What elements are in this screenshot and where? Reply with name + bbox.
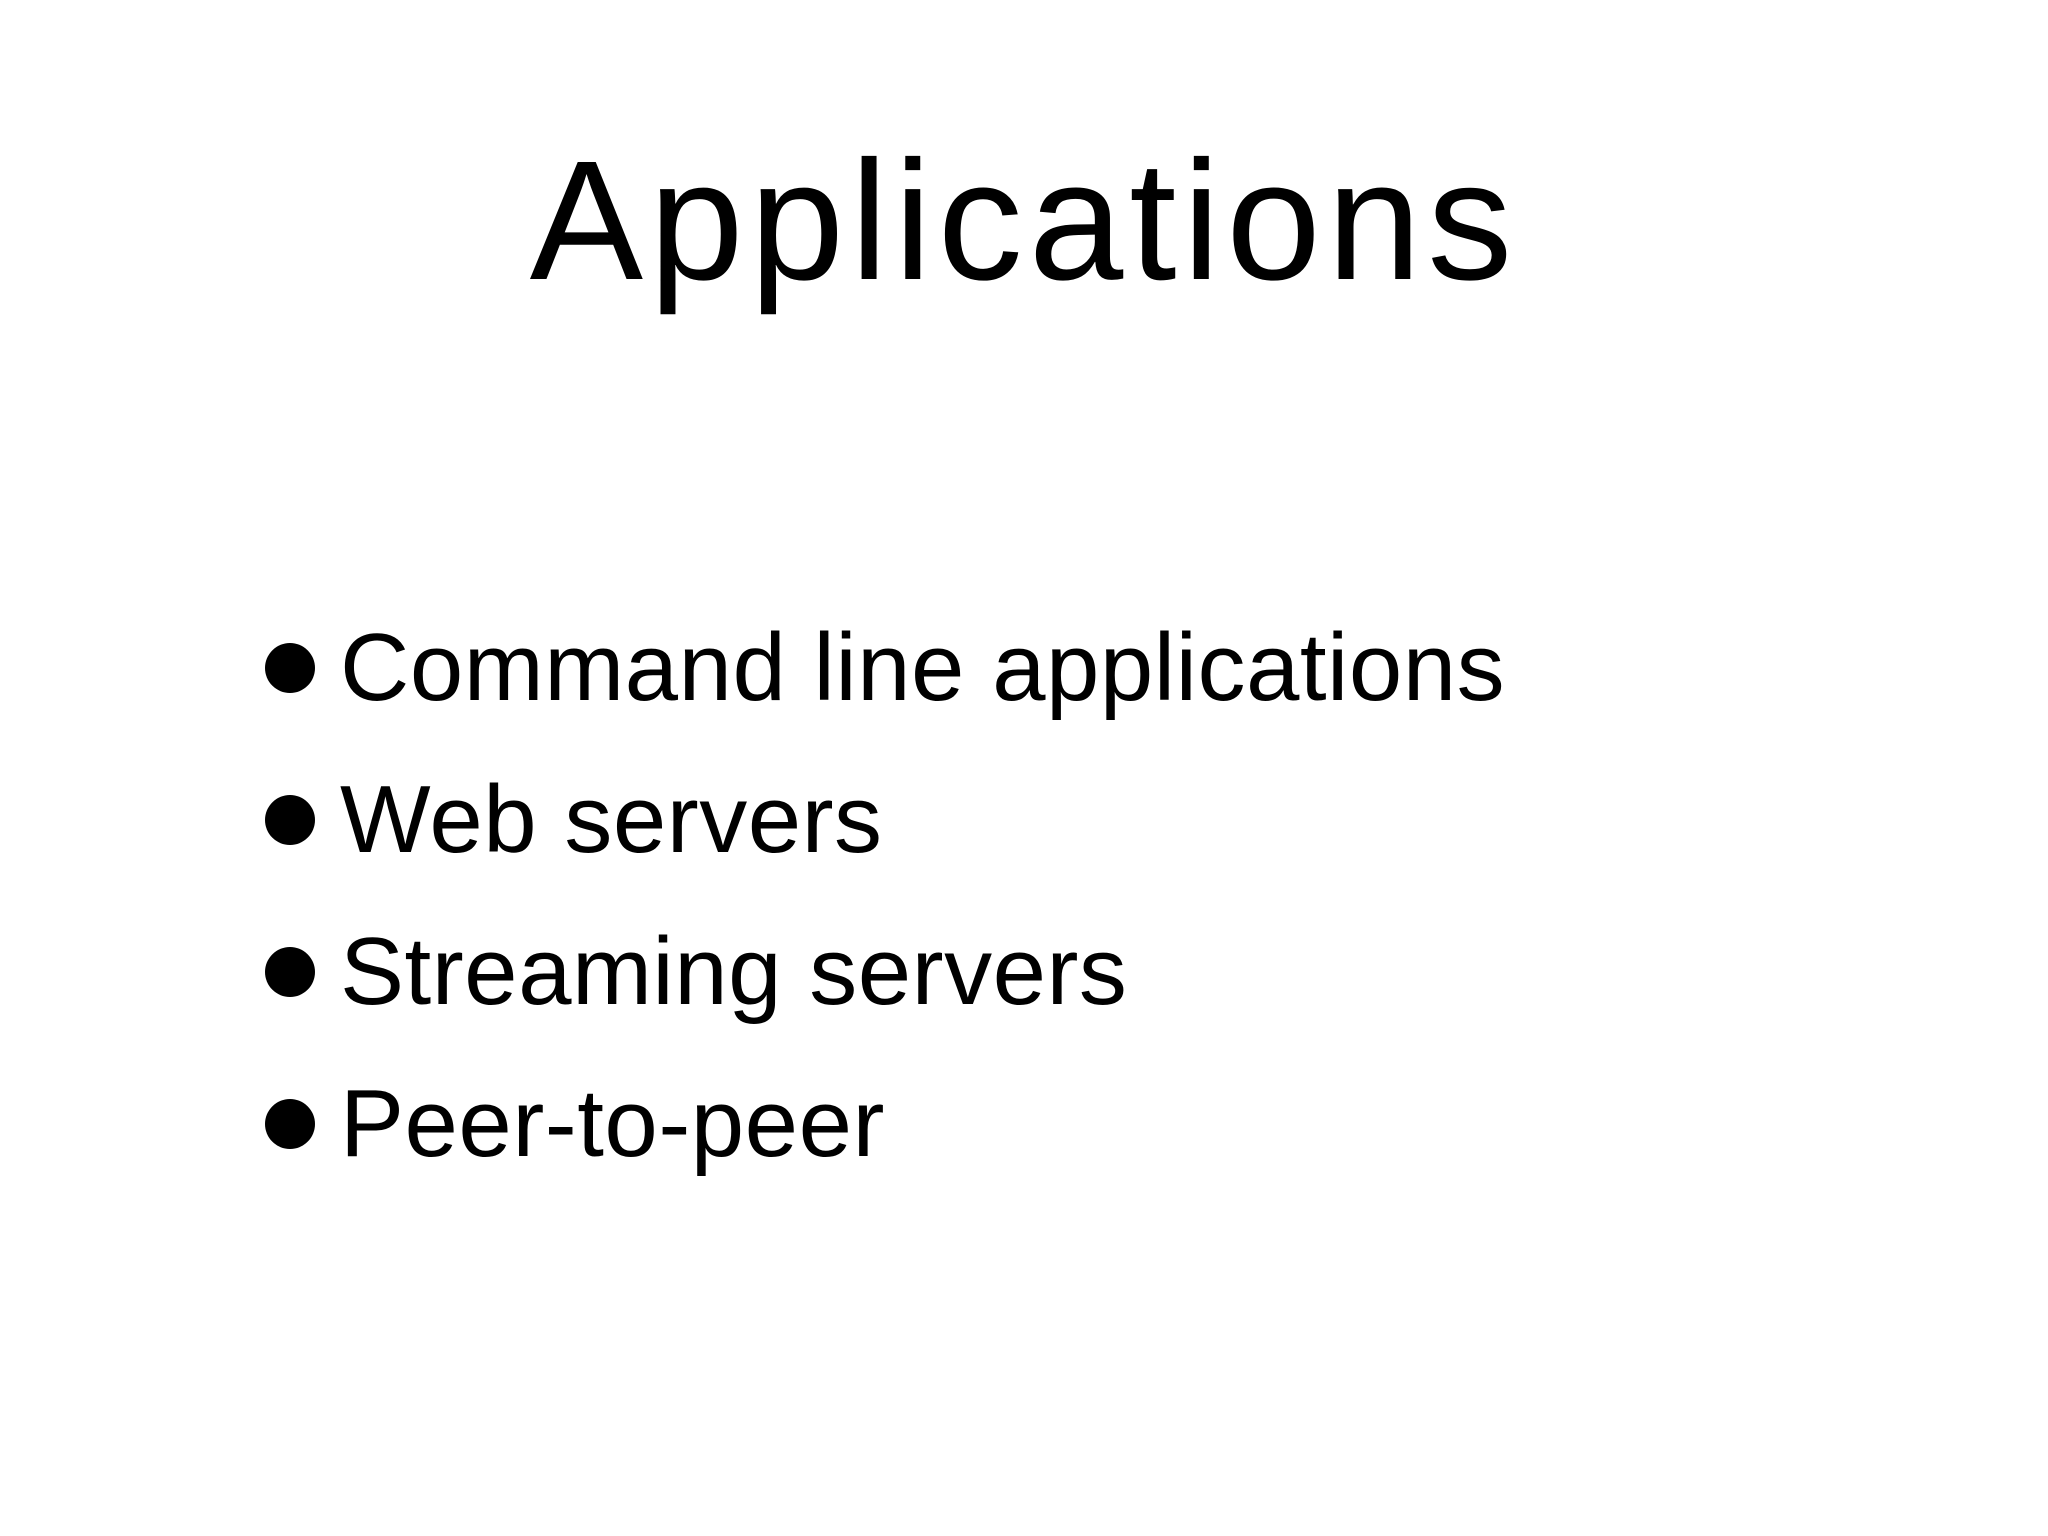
bullet-circle-icon bbox=[265, 795, 315, 845]
bullet-label: Streaming servers bbox=[340, 918, 1128, 1025]
bullet-list: Command line applications Web servers St… bbox=[265, 592, 1505, 1200]
list-item: Streaming servers bbox=[265, 896, 1505, 1048]
bullet-circle-icon bbox=[265, 947, 315, 997]
bullet-label: Command line applications bbox=[340, 614, 1506, 721]
bullet-label: Web servers bbox=[340, 766, 883, 873]
list-item: Peer-to-peer bbox=[265, 1048, 1505, 1200]
bullet-label: Peer-to-peer bbox=[340, 1070, 885, 1177]
bullet-circle-icon bbox=[265, 1099, 315, 1149]
list-item: Command line applications bbox=[265, 592, 1505, 744]
bullet-circle-icon bbox=[265, 643, 315, 693]
list-item: Web servers bbox=[265, 744, 1505, 896]
slide-title: Applications bbox=[529, 126, 1519, 316]
